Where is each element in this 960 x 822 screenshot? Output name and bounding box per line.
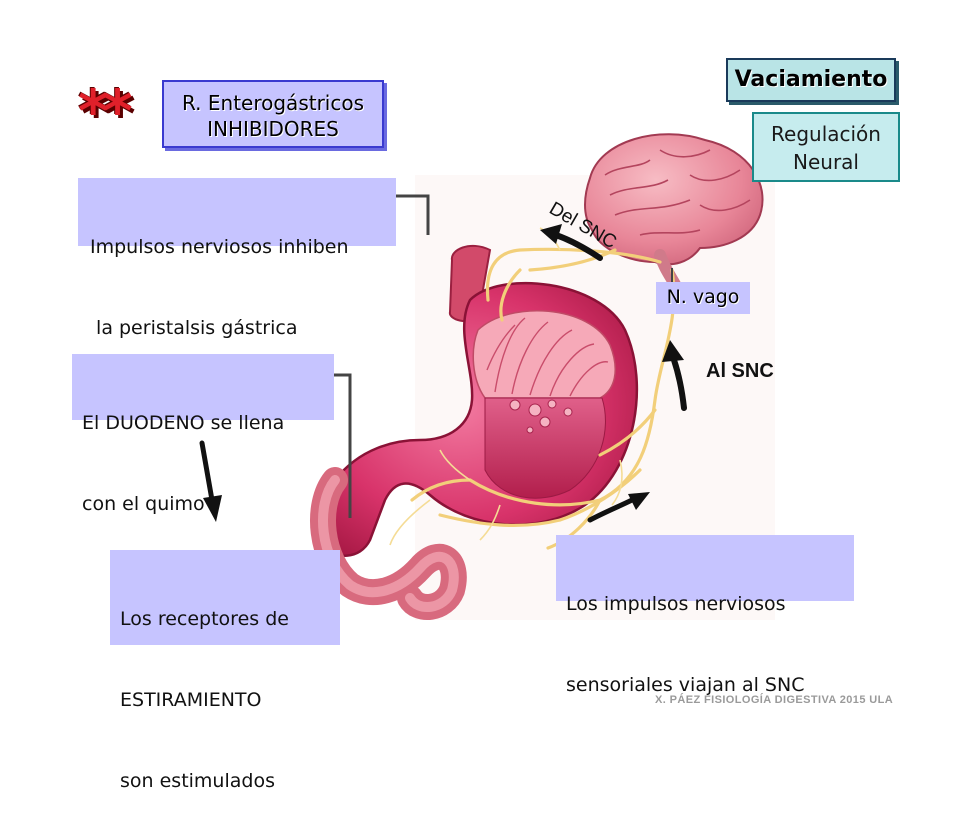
receptores-box: Los receptores de ESTIRAMIENTO son estim… (110, 550, 340, 792)
receptores-line-3: son estimulados (120, 770, 275, 792)
duodeno-box: El DUODENO se llena con el quimo (72, 354, 334, 515)
sensoriales-line-1: Los impulsos nerviosos (566, 593, 786, 615)
sensoriales-line-2: sensoriales viajan al SNC (566, 674, 805, 696)
regulacion-box: Regulación Neural (752, 112, 900, 182)
title-box: R. Enterogástricos INHIBIDORES (162, 80, 384, 148)
duodeno-connector (334, 373, 352, 518)
importance-mark: ** (78, 77, 133, 145)
impulsos-connector (396, 194, 430, 235)
vagus-nerve-network (410, 247, 676, 550)
vaciamiento-box: Vaciamiento (726, 58, 896, 102)
receptores-line-1: Los receptores de (120, 608, 289, 630)
chyme (484, 397, 606, 499)
down-arrow (199, 440, 222, 522)
title-line-2: INHIBIDORES (207, 117, 339, 141)
impulsos-box: Impulsos nerviosos inhiben la peristalsi… (78, 178, 396, 339)
sensoriales-box: Los impulsos nerviosos sensoriales viaja… (556, 535, 854, 696)
sensory-arrow (587, 492, 650, 523)
duodeno-line-2: con el quimo (82, 493, 205, 515)
footer-credit: X. PÁEZ FISIOLOGÍA DIGESTIVA 2015 ULA (655, 694, 894, 706)
stomach-brain-illustration: Del SNC (199, 133, 764, 620)
al-snc-label: Al SNC (706, 360, 774, 382)
n-vago-label: N. vago (656, 282, 750, 314)
gastric-folds (486, 317, 609, 397)
regulacion-line-1: Regulación (771, 122, 881, 146)
brain-gyri (604, 149, 751, 236)
del-snc-arrow (540, 224, 603, 261)
title-line-1: R. Enterogástricos (181, 91, 365, 115)
al-snc-arrow (662, 340, 687, 411)
impulsos-line-1: Impulsos nerviosos inhiben (90, 236, 349, 258)
regulacion-line-2: Neural (793, 150, 859, 174)
duodenum-highlight (318, 475, 459, 612)
receptores-line-2: ESTIRAMIENTO (120, 689, 262, 711)
impulsos-line-2: la peristalsis gástrica (90, 317, 298, 339)
chyme-bubbles (509, 399, 573, 434)
duodeno-line-1: El DUODENO se llena (82, 412, 285, 434)
